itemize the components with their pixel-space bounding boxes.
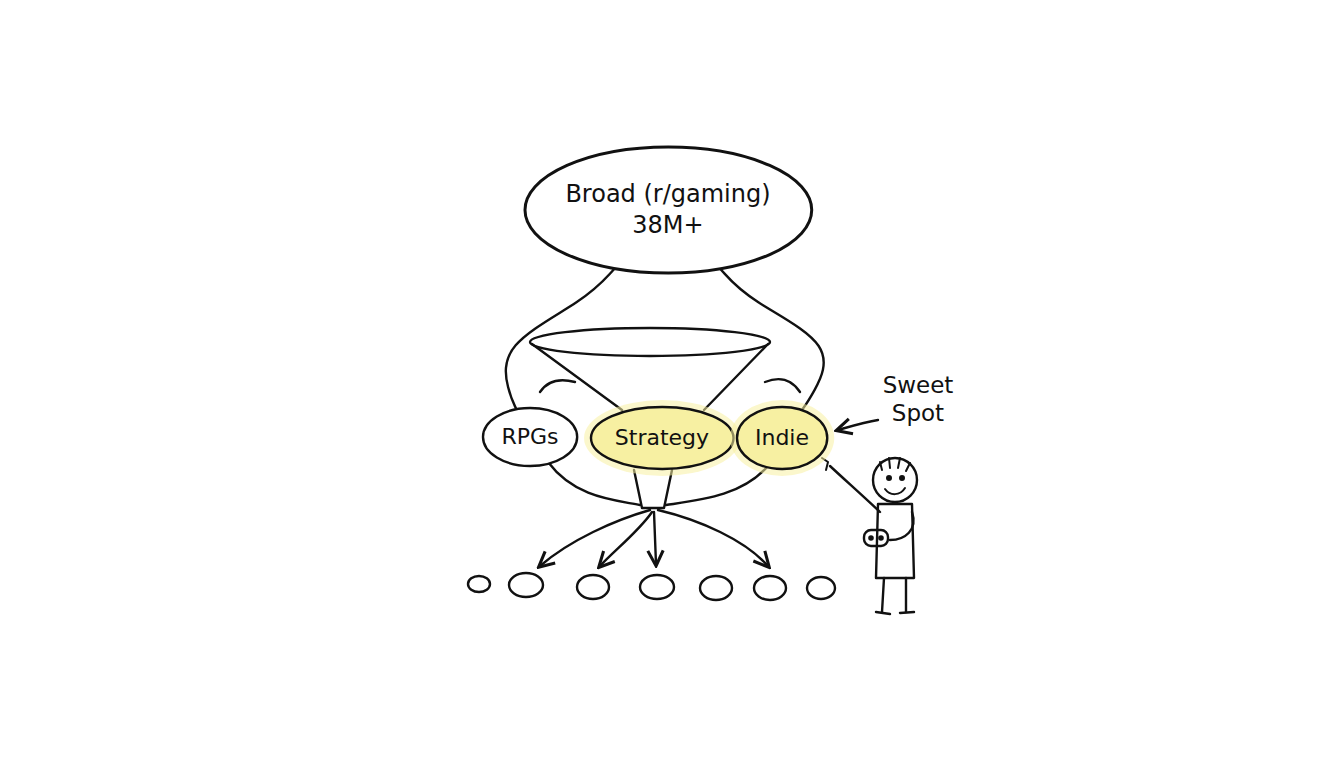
highlight-glow bbox=[584, 400, 741, 476]
flow-line bbox=[765, 379, 800, 392]
node-text: Strategy bbox=[615, 424, 709, 453]
outline-ellipse bbox=[737, 407, 827, 469]
node-text: 38M+ bbox=[632, 210, 703, 241]
outlet-arrow bbox=[600, 512, 652, 566]
niche-circle: RPGs bbox=[481, 406, 579, 468]
outline-ellipse bbox=[483, 408, 577, 466]
node-text: RPGs bbox=[501, 423, 558, 452]
funnel-rim bbox=[530, 328, 770, 356]
flow-line bbox=[540, 380, 575, 392]
result-circle bbox=[640, 575, 674, 599]
result-circle bbox=[700, 576, 732, 600]
highlight-circle: Strategy bbox=[589, 405, 736, 471]
result-circle bbox=[577, 575, 609, 599]
pointer-arrow bbox=[838, 420, 878, 430]
funnel-side bbox=[532, 344, 622, 410]
result-circle bbox=[807, 577, 835, 599]
callout-label: Sweet Spot bbox=[868, 372, 968, 427]
outline-ellipse bbox=[525, 147, 812, 273]
node-text: Indie bbox=[755, 424, 809, 453]
connector-line bbox=[506, 268, 615, 409]
node-text: Broad (r/gaming) bbox=[565, 179, 770, 210]
connector-line bbox=[720, 269, 824, 410]
highlight-circle: Indie bbox=[735, 405, 829, 471]
node-outline bbox=[523, 145, 814, 275]
outlet-arrow bbox=[654, 512, 656, 564]
stick-figure bbox=[822, 458, 917, 614]
outline-ellipse bbox=[591, 407, 734, 469]
funnel-side bbox=[704, 344, 768, 410]
highlight-glow bbox=[730, 400, 834, 476]
result-circle bbox=[468, 576, 490, 592]
outlet-arrow bbox=[540, 510, 650, 566]
outlet-arrow bbox=[658, 510, 768, 566]
result-circle bbox=[754, 576, 786, 600]
result-circle bbox=[509, 573, 543, 597]
audience-ellipse: Broad (r/gaming)38M+ bbox=[523, 145, 814, 275]
